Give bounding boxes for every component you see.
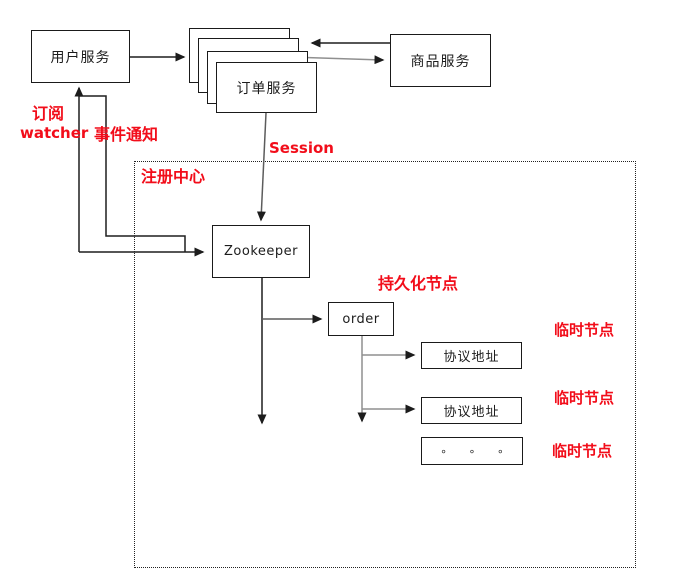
node-protocol-address-1-label: 协议地址	[443, 350, 500, 365]
node-order-service-label: 订单服务	[236, 80, 297, 97]
node-ellipsis: ∘ ∘ ∘	[421, 437, 523, 465]
node-order-label: order	[342, 311, 380, 327]
label-registry-center: 注册中心	[141, 167, 206, 186]
node-order: order	[328, 302, 394, 336]
node-order-service: 订单服务	[216, 62, 317, 113]
label-session: Session	[269, 139, 334, 157]
label-ephemeral-node-1: 临时节点	[554, 321, 615, 339]
label-event-notification: 事件通知	[94, 125, 159, 144]
node-protocol-address-2-label: 协议地址	[443, 405, 500, 420]
node-user-service: 用户服务	[31, 30, 130, 83]
label-ephemeral-node-2: 临时节点	[554, 389, 615, 407]
label-ephemeral-node-3: 临时节点	[552, 442, 613, 460]
connector-step-path	[79, 95, 186, 252]
node-protocol-address-1: 协议地址	[421, 342, 522, 369]
node-product-service-label: 商品服务	[410, 53, 471, 70]
node-ellipsis-label: ∘ ∘ ∘	[440, 444, 513, 458]
label-watcher: watcher	[20, 124, 89, 142]
arrow-session	[256, 112, 267, 222]
node-user-service-label: 用户服务	[50, 49, 111, 66]
node-product-service: 商品服务	[390, 34, 491, 87]
node-zookeeper: Zookeeper	[212, 225, 310, 278]
label-subscribe: 订阅	[32, 104, 65, 123]
node-protocol-address-2: 协议地址	[421, 397, 522, 424]
label-persistent-node: 持久化节点	[378, 274, 459, 293]
node-zookeeper-label: Zookeeper	[224, 244, 298, 259]
registry-boundary-box	[134, 161, 636, 568]
